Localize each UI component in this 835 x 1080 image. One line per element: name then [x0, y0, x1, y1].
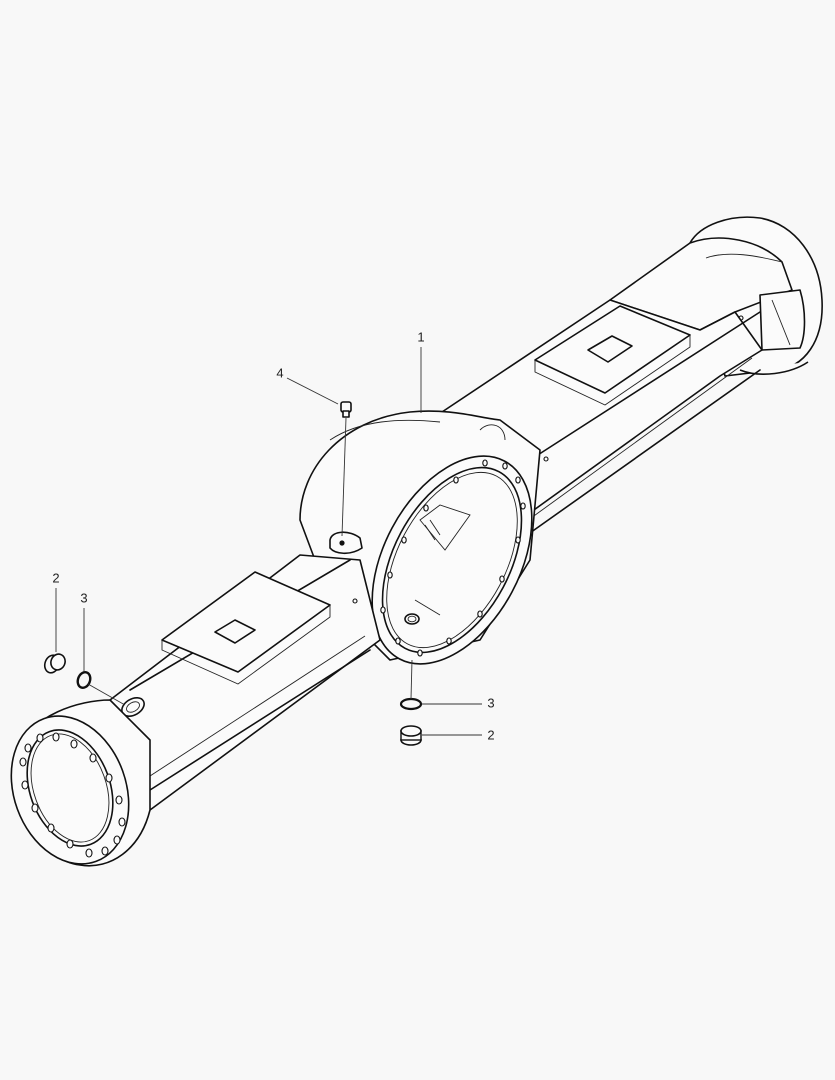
callout-4-label: 4	[276, 365, 284, 381]
o-ring-center	[399, 659, 423, 711]
plug-center	[400, 725, 422, 746]
o-ring-left	[76, 671, 126, 706]
breather-fitting	[340, 401, 352, 537]
plug-left	[43, 653, 66, 674]
end-flange-bolt-holes	[19, 732, 126, 858]
left-beam	[109, 554, 381, 811]
callout-3-center-label: 3	[487, 695, 495, 711]
callout-1-label: 1	[417, 329, 425, 345]
callout-2-center-label: 2	[487, 727, 495, 743]
callout-3-left-label: 3	[80, 590, 88, 606]
callout-2-left-label: 2	[52, 570, 60, 586]
leader-lines	[55, 347, 482, 736]
flange-bolt-holes	[380, 459, 526, 657]
left-flange	[10, 699, 151, 867]
